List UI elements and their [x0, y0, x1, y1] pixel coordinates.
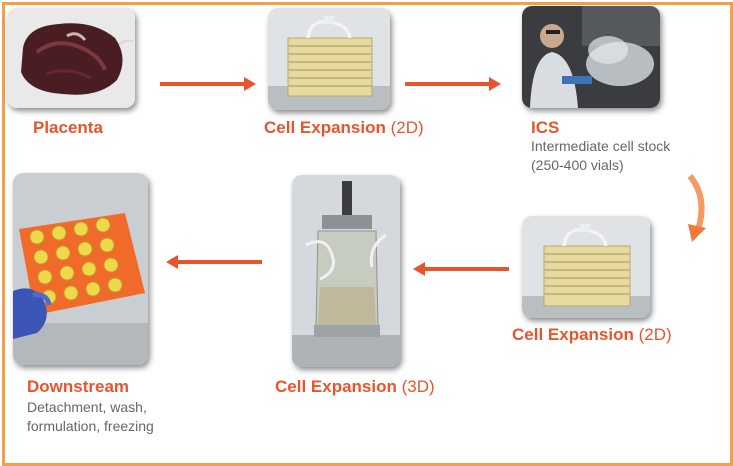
vial-rack-photo [13, 173, 148, 365]
placenta-photo [7, 8, 135, 108]
arrow-left-icon [413, 262, 509, 276]
step-title-placenta: Placenta [33, 118, 103, 137]
step-title-cell-expansion-2d-first: Cell Expansion (2D) [264, 118, 424, 137]
step-title-cell-expansion-3d: Cell Expansion (3D) [275, 377, 435, 396]
cell-factory-photo [268, 8, 390, 110]
arrow-down-curved-icon [682, 174, 712, 244]
step-title-ics: ICS [531, 118, 560, 137]
step-description-downstream: Detachment, wash, formulation, freezing [27, 399, 154, 434]
arrow-left-icon [166, 255, 262, 269]
lab-worker-photo [522, 6, 660, 108]
step-title-cell-expansion-2d-second: Cell Expansion (2D) [512, 325, 672, 344]
step-description-ics: Intermediate cell stock (250-400 vials) [531, 138, 671, 173]
arrow-right-icon [160, 77, 256, 91]
bioreactor-photo [292, 175, 400, 367]
cell-factory-photo [522, 216, 650, 318]
step-title-downstream: Downstream [27, 377, 130, 396]
arrow-right-icon [405, 77, 501, 91]
